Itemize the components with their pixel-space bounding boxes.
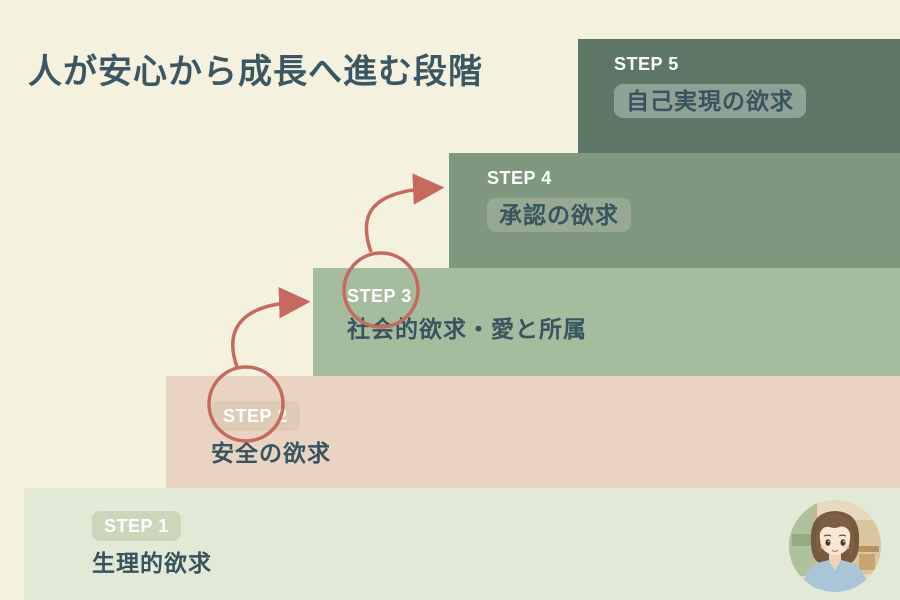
step-block-3: STEP 3 社会的欲求・愛と所属 <box>313 268 900 376</box>
step2-need-row: 安全の欲求 <box>211 440 900 466</box>
step5-label: STEP 5 <box>614 54 679 74</box>
step1-need: 生理的欲求 <box>92 550 212 576</box>
step4-need: 承認の欲求 <box>487 198 631 233</box>
step5-need: 自己実現の欲求 <box>614 84 806 119</box>
girl-avatar <box>789 500 881 592</box>
page-title: 人が安心から成長へ進む段階 <box>28 53 483 91</box>
step4-need-row: 承認の欲求 <box>487 198 900 233</box>
step3-need: 社会的欲求・愛と所属 <box>347 316 587 342</box>
step5-need-row: 自己実現の欲求 <box>614 84 900 119</box>
step2-need: 安全の欲求 <box>211 440 331 466</box>
step2-label: STEP 2 <box>211 401 300 431</box>
step-block-1: STEP 1 生理的欲求 <box>24 488 900 600</box>
step3-label: STEP 3 <box>347 286 412 306</box>
arrow-step2-to-step3 <box>231 286 311 368</box>
step-block-5: STEP 5 自己実現の欲求 <box>578 39 900 153</box>
step1-need-row: 生理的欲求 <box>92 550 900 576</box>
girl-avatar-illustration <box>789 500 881 592</box>
step3-need-row: 社会的欲求・愛と所属 <box>347 316 900 342</box>
step1-label: STEP 1 <box>92 511 181 541</box>
arrow-step3-to-step4 <box>364 173 445 253</box>
step-block-2: STEP 2 安全の欲求 <box>166 376 900 488</box>
step-block-4: STEP 4 承認の欲求 <box>449 153 900 268</box>
step4-label: STEP 4 <box>487 168 552 188</box>
